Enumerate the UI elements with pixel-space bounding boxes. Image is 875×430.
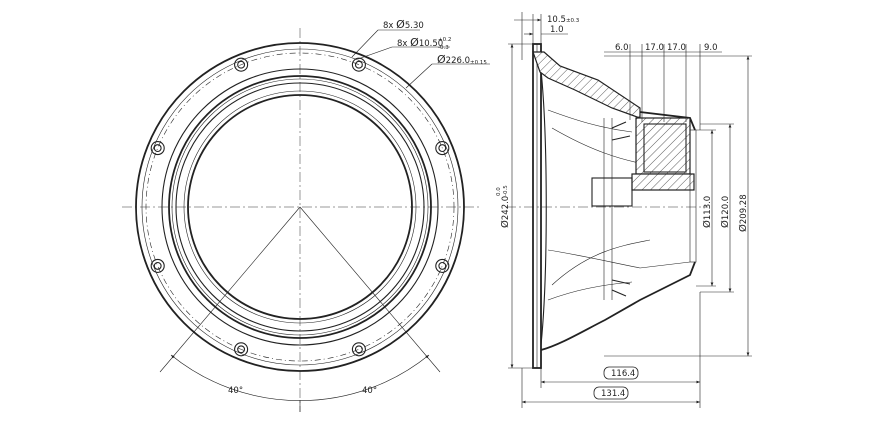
- front-bolt-circle: [145, 52, 455, 362]
- callout-counterbore-text: 8x Ø10.50: [397, 36, 443, 49]
- dim-mag-6: 6.0: [615, 43, 629, 53]
- side-cone-lower: [547, 249, 691, 269]
- mounting-hole: [153, 261, 162, 270]
- side-view: Ø242.0 0.0 -0.5 Ø113.0 Ø120.0 Ø209.28 10…: [496, 12, 752, 408]
- mounting-hole: [354, 345, 363, 354]
- dim-depth-total-box: [593, 386, 629, 400]
- angle-left-label: 40°: [228, 386, 243, 396]
- dim-209-text: Ø209.28: [737, 194, 749, 232]
- dim-120-text: Ø120.0: [719, 196, 731, 228]
- front-surround-inner: [175, 82, 425, 332]
- angle-leader-left: [159, 206, 301, 373]
- dim-mag-9: 9.0: [704, 43, 718, 53]
- front-cone: [187, 94, 413, 320]
- mounting-hole-counterbore: [234, 57, 249, 72]
- side-basket-bottom: [540, 261, 696, 351]
- side-section-pole: [631, 173, 695, 191]
- dim-113-text: Ø113.0: [701, 196, 713, 228]
- mounting-hole: [153, 144, 162, 153]
- callout-holes-text: 8x Ø5.30: [383, 18, 424, 31]
- dim-top-10-text: 10.5±0.3: [547, 15, 580, 25]
- callout-counterbore-leader: [357, 46, 393, 60]
- callout-counterbore-upper-tol: +0.2: [438, 37, 451, 43]
- callout-holes-leader: [351, 29, 379, 58]
- side-basket-rib-top: [547, 109, 633, 133]
- front-flange-inner-edge: [141, 48, 459, 366]
- dim-depth-total-text: 131.4: [601, 389, 625, 399]
- front-gasket-ring: [161, 68, 439, 346]
- side-basket-skirt: [540, 69, 547, 346]
- dim-depth-inner-text: 116.4: [611, 369, 635, 379]
- side-spider: [611, 121, 631, 297]
- front-cone-edge: [183, 90, 417, 324]
- mounting-hole: [438, 144, 447, 153]
- dim-mag-17b: 17.0: [667, 43, 686, 53]
- front-surround-mid: [171, 78, 429, 336]
- side-basket-rib-lower: [551, 239, 651, 286]
- front-outer-flange: [135, 42, 465, 372]
- front-view: 40° 40° 8x Ø5.30 8x Ø10.50 +0.2 -0.3 Ø22…: [122, 18, 490, 412]
- callout-bolt-circle-leader: [405, 63, 433, 89]
- side-section-top-plate: [635, 117, 691, 175]
- side-basket-rib-upper: [551, 127, 651, 166]
- mounting-hole-counterbore: [351, 57, 366, 72]
- mounting-hole: [237, 345, 246, 354]
- side-section-frame-top: [532, 51, 641, 119]
- callout-bolt-circle-text: Ø226.0±0.15: [437, 53, 487, 66]
- dim-outer-upper-tol: 0.0: [496, 187, 502, 196]
- front-surround-outer: [168, 75, 432, 339]
- side-motor-back: [689, 129, 697, 263]
- dim-top-1-text: 1.0: [550, 25, 564, 35]
- angle-leader-right: [299, 206, 441, 373]
- mounting-hole-counterbore: [150, 141, 165, 156]
- mounting-hole-counterbore: [435, 258, 450, 273]
- callout-counterbore-lower-tol: -0.3: [438, 45, 449, 51]
- dim-outer-text: Ø242.0: [499, 196, 511, 228]
- dim-outer-lower-tol: -0.5: [503, 185, 509, 196]
- dim-mag-17a: 17.0: [645, 43, 664, 53]
- angle-right-label: 40°: [362, 386, 377, 396]
- mounting-hole: [237, 60, 246, 69]
- mounting-hole: [354, 60, 363, 69]
- mounting-hole-counterbore: [150, 258, 165, 273]
- side-magnet: [643, 123, 687, 173]
- mounting-hole: [438, 261, 447, 270]
- mounting-hole-counterbore: [435, 141, 450, 156]
- dim-depth-inner-box: [603, 366, 639, 380]
- side-basket-rib-bottom: [547, 281, 633, 301]
